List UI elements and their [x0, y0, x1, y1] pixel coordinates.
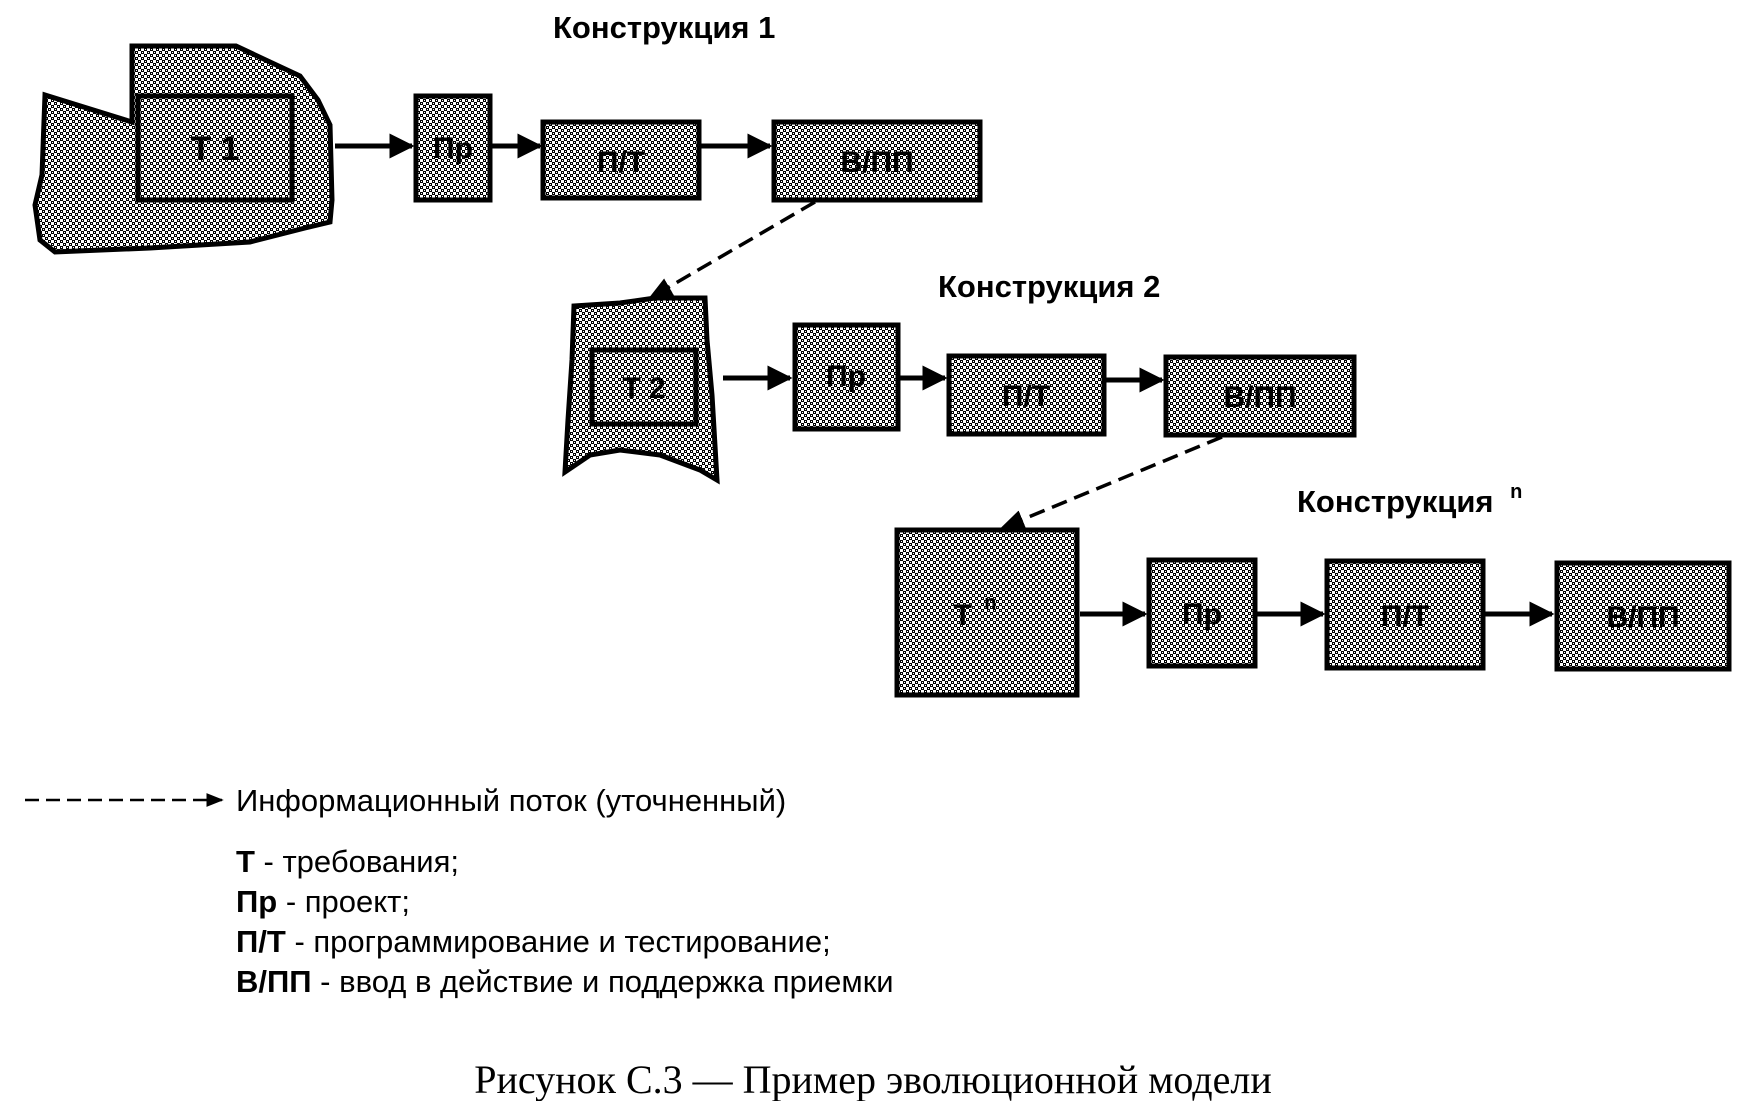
- stage-label: Пр: [433, 132, 473, 165]
- legend: Информационный поток (уточненный) Т - тр…: [25, 783, 894, 999]
- info-flow-arrow-2-to-n: [999, 435, 1223, 530]
- stage-box-programming-testing: [540, 119, 702, 201]
- stage-box-project: [792, 322, 901, 432]
- requirements-n-box: [894, 527, 1080, 698]
- requirements-2-label: Т 2: [622, 372, 665, 405]
- legend-item-key: Т: [236, 844, 255, 879]
- stage-label: Пр: [1182, 598, 1222, 631]
- stage-box-deployment: [771, 119, 983, 203]
- construction-n-title: Конструкция n: [1297, 481, 1522, 519]
- stage-box-deployment: [1163, 354, 1357, 438]
- stage-label: П/Т: [597, 146, 645, 179]
- stage-box-programming-testing: [946, 353, 1107, 437]
- construction-1-title: Конструкция 1: [553, 10, 775, 45]
- requirements-n-label-text: Т: [954, 599, 972, 632]
- requirements-n-superscript: n: [984, 592, 996, 614]
- legend-item-text: - программирование и тестирование;: [286, 924, 831, 959]
- legend-item: П/Т - программирование и тестирование;: [236, 924, 831, 959]
- legend-item-text: - ввод в действие и поддержка приемки: [312, 964, 894, 999]
- stage-label: В/ПП: [840, 146, 913, 179]
- legend-item-key: П/Т: [236, 924, 286, 959]
- requirements-1-label: Т 1: [190, 130, 239, 168]
- construction-2: Конструкция 2 Т 2 Пр П/Т В/ПП: [562, 269, 1357, 485]
- legend-item: Пр - проект;: [236, 884, 410, 919]
- stage-box-programming-testing: [1324, 558, 1486, 671]
- stage-label: П/Т: [1381, 600, 1429, 633]
- stage-box-deployment: [1554, 560, 1732, 672]
- legend-item-text: - проект;: [277, 884, 410, 919]
- figure-caption: Рисунок С.3 — Пример эволюционной модели: [474, 1057, 1272, 1101]
- stage-box-project: [1146, 557, 1258, 669]
- requirements-2-box: [589, 347, 699, 427]
- legend-item-key: В/ПП: [236, 964, 312, 999]
- requirements-1-box: [135, 93, 295, 203]
- requirements-n-label: Т n: [954, 592, 997, 632]
- stage-box-project: [413, 93, 493, 203]
- stage-label: П/Т: [1002, 380, 1050, 413]
- construction-n: Конструкция n Т n Пр П/Т В/ПП: [894, 481, 1732, 698]
- legend-flow-label: Информационный поток (уточненный): [236, 783, 786, 818]
- stage-label: В/ПП: [1223, 381, 1296, 414]
- construction-n-title-text: Конструкция: [1297, 484, 1494, 519]
- construction-2-title: Конструкция 2: [938, 269, 1160, 304]
- stage-label: Пр: [826, 360, 866, 393]
- construction-1: Конструкция 1 Т 1 Пр П/Т В/ПП: [32, 10, 983, 255]
- legend-item: В/ПП - ввод в действие и поддержка прием…: [236, 964, 894, 999]
- legend-item: Т - требования;: [236, 844, 459, 879]
- legend-item-key: Пр: [236, 884, 277, 919]
- construction-n-superscript: n: [1510, 481, 1522, 503]
- stage-label: В/ПП: [1606, 601, 1679, 634]
- info-flow-arrow-1-to-2: [647, 200, 816, 300]
- legend-item-text: - требования;: [255, 844, 459, 879]
